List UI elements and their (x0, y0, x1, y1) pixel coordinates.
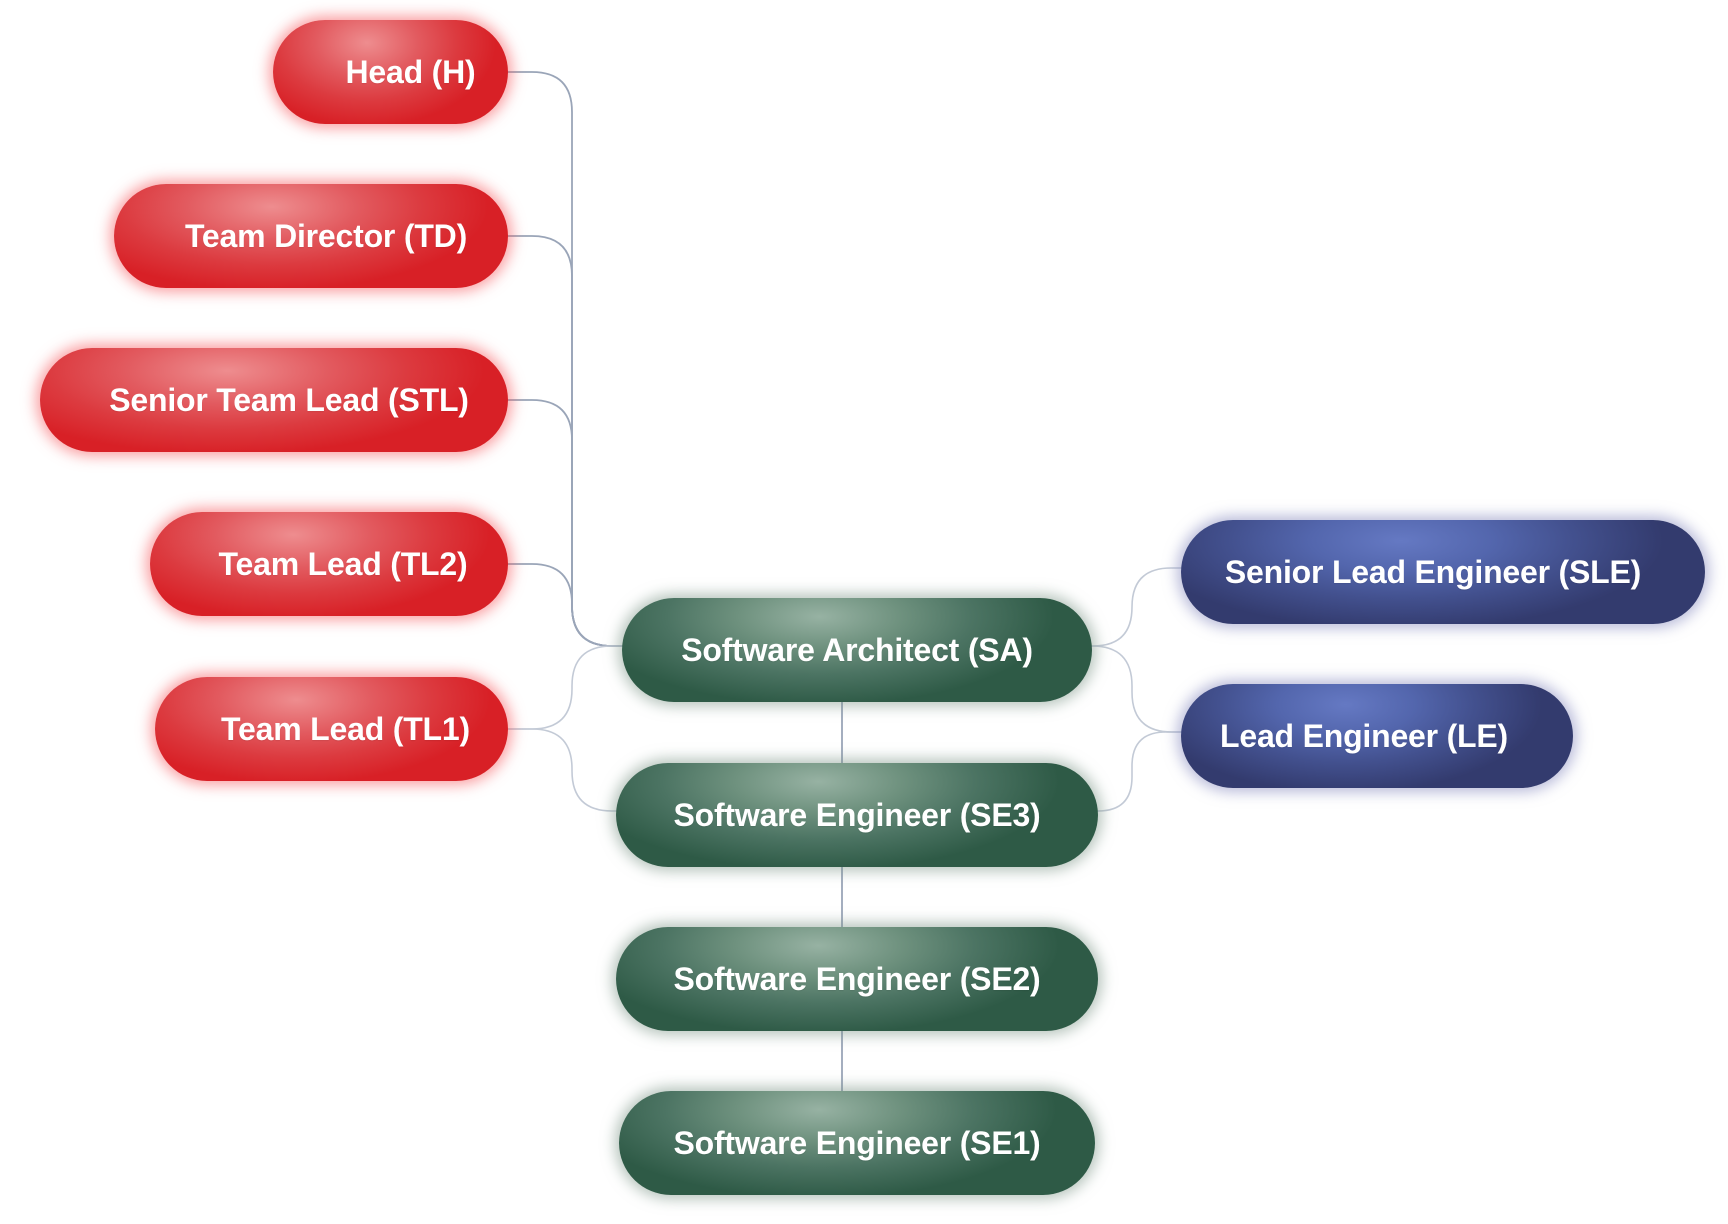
node-label: Team Director (TD) (184, 217, 468, 254)
node-label: Software Architect (SA) (681, 631, 1033, 668)
node-team-lead-1[interactable]: Team Lead (TL1) (155, 677, 508, 781)
node-label: Software Engineer (SE3) (673, 796, 1041, 833)
connector-stl-sa (507, 399, 623, 647)
node-software-engineer-1[interactable]: Software Engineer (SE1) (619, 1091, 1095, 1195)
node-senior-team-lead[interactable]: Senior Team Lead (STL) (40, 348, 508, 452)
node-label: Software Engineer (SE1) (673, 1124, 1041, 1161)
connector-h-sa (507, 71, 623, 647)
node-label: Team Lead (TL1) (221, 710, 470, 747)
node-label: Head (H) (345, 53, 476, 90)
node-label: Lead Engineer (LE) (1220, 717, 1508, 754)
node-head[interactable]: Head (H) (273, 20, 508, 124)
node-senior-lead-engineer[interactable]: Senior Lead Engineer (SLE) (1181, 520, 1705, 624)
node-label: Senior Lead Engineer (SLE) (1224, 553, 1642, 590)
connector-td-sa (507, 235, 623, 647)
node-lead-engineer[interactable]: Lead Engineer (LE) (1181, 684, 1573, 788)
node-software-architect[interactable]: Software Architect (SA) (622, 598, 1092, 702)
node-label: Team Lead (TL2) (218, 545, 468, 582)
connector-tl2-sa (507, 563, 623, 647)
connector-tl1-se3 (507, 728, 617, 812)
node-label: Senior Team Lead (STL) (109, 381, 469, 418)
node-label: Software Engineer (SE2) (673, 960, 1041, 997)
node-team-lead-2[interactable]: Team Lead (TL2) (150, 512, 508, 616)
node-team-director[interactable]: Team Director (TD) (114, 184, 508, 288)
connector-se3-le (1097, 731, 1182, 812)
connector-sa-sle (1091, 567, 1182, 647)
connector-sa-le (1091, 645, 1182, 733)
node-software-engineer-3[interactable]: Software Engineer (SE3) (616, 763, 1098, 867)
node-software-engineer-2[interactable]: Software Engineer (SE2) (616, 927, 1098, 1031)
connector-tl1-sa (507, 645, 623, 730)
